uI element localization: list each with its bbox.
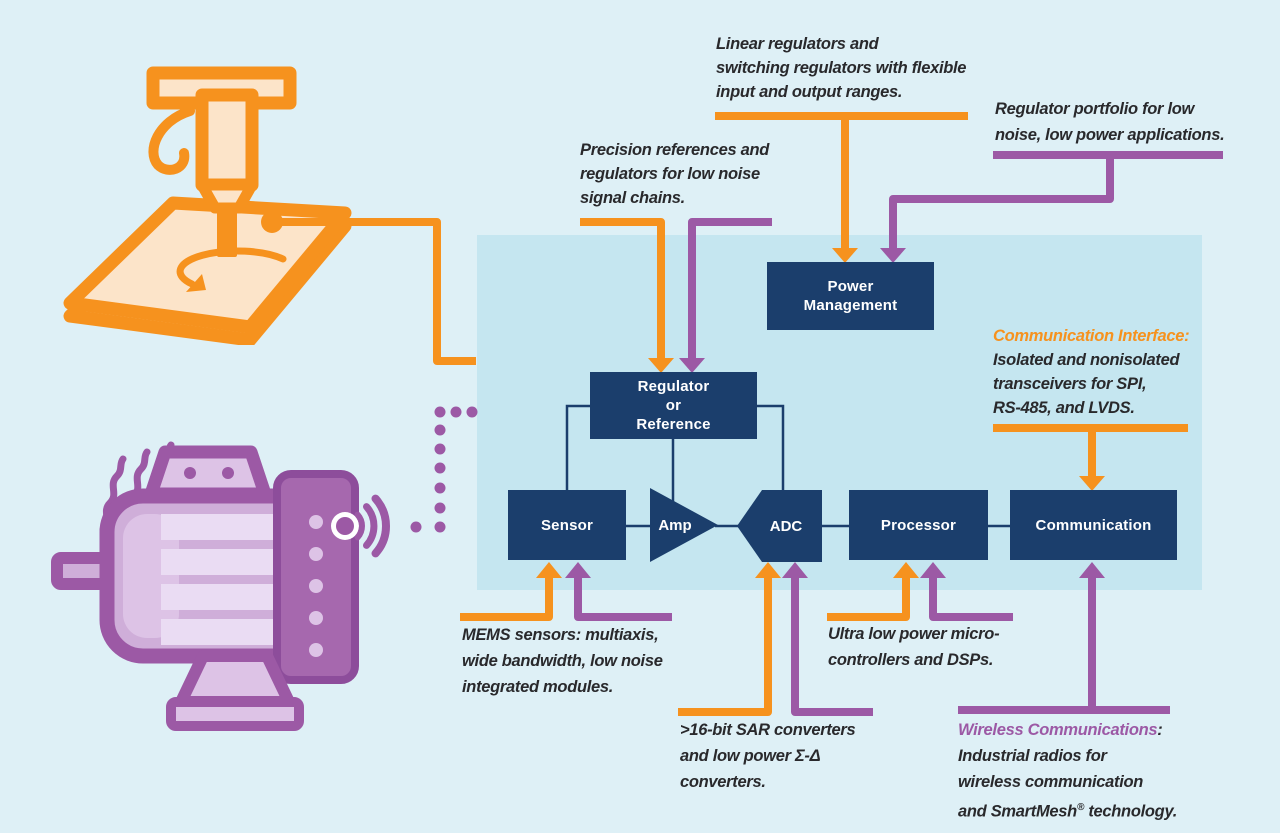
block-label: Power	[827, 278, 874, 295]
annotation-line: transceivers for SPI,	[993, 375, 1147, 393]
annotation-line: controllers and DSPs.	[828, 651, 994, 669]
annotation-line: Regulator portfolio for low	[995, 100, 1195, 118]
block-power-management: Power Management	[767, 262, 934, 330]
motor-junction-box	[144, 445, 272, 501]
annotation-title-text: Wireless Communications	[958, 721, 1158, 739]
annotation-line: wireless communication	[958, 773, 1144, 791]
block-communication: Communication	[1010, 490, 1177, 560]
annotation-line: >16-bit SAR converters	[680, 721, 856, 739]
annotation-line: Precision references and	[580, 141, 770, 159]
spindle-column	[195, 88, 259, 192]
block-label: or	[665, 397, 682, 414]
block-label: Amp	[658, 516, 692, 534]
motor-pedestal	[166, 650, 304, 731]
block-label: Sensor	[540, 516, 594, 534]
annotation-line: RS-485, and LVDS.	[993, 399, 1135, 417]
spindle-taper	[196, 179, 258, 214]
annotation-title: Communication Interface:	[993, 327, 1190, 345]
annotation-title-colon: :	[1157, 721, 1163, 739]
annotation-line: wide bandwidth, low noise	[462, 652, 663, 670]
annotation-line: signal chains.	[580, 189, 685, 207]
annotation-linear-regulators: Linear regulators and switching regulato…	[716, 32, 966, 104]
annotation-line: switching regulators with flexible	[716, 59, 967, 77]
annotation-line: noise, low power applications.	[995, 126, 1225, 144]
annotation-line: input and output ranges.	[716, 83, 903, 101]
block-label: Reference	[636, 416, 711, 433]
block-label: Management	[803, 297, 898, 314]
annotation-line: regulators for low noise	[580, 165, 760, 183]
annotation-line: Linear regulators and	[716, 35, 879, 53]
motor-terminal-box	[273, 470, 359, 684]
block-processor: Processor	[849, 490, 988, 560]
annotation-precision-references: Precision references and regulators for …	[580, 138, 769, 210]
annotation-mems-sensors: MEMS sensors: multiaxis, wide bandwidth,…	[462, 622, 663, 700]
block-label: Processor	[880, 516, 957, 534]
annotation-regulator-portfolio: Regulator portfolio for low noise, low p…	[995, 96, 1225, 148]
registered-mark: ®	[1076, 802, 1085, 813]
cable	[148, 106, 195, 175]
orange-arrow-to-adc	[678, 578, 772, 716]
annotation-line: Industrial radios for	[958, 747, 1107, 765]
annotation-title: Wireless Communications:	[958, 717, 1177, 743]
annotation-line-part: and SmartMesh	[958, 802, 1077, 821]
annotation-line: and low power Σ-Δ	[680, 747, 821, 765]
rotation-arrow-icon	[176, 247, 287, 292]
cnc-machine-illustration	[63, 66, 352, 345]
annotation-micro-dsp: Ultra low power micro- controllers and D…	[828, 621, 1000, 673]
annotation-line: MEMS sensors: multiaxis,	[462, 626, 659, 644]
block-label: Communication	[1035, 516, 1152, 534]
industrial-motor-illustration	[51, 441, 359, 731]
block-amp: Amp	[648, 490, 702, 560]
annotation-line: integrated modules.	[462, 678, 614, 696]
plate-top	[63, 196, 352, 334]
annotation-wireless-comms: Wireless Communications: Industrial radi…	[958, 717, 1177, 825]
drill-bit	[217, 206, 237, 257]
annotation-line: and SmartMesh® technology.	[958, 795, 1177, 825]
block-label: Regulator	[637, 378, 710, 395]
block-sensor: Sensor	[508, 490, 626, 560]
annotation-line-part: technology.	[1084, 802, 1178, 821]
block-label: ADC	[769, 517, 803, 535]
annotation-sar-converters: >16-bit SAR converters and low power Σ-Δ…	[680, 717, 856, 795]
annotation-communication-interface: Communication Interface: Isolated and no…	[993, 324, 1190, 420]
annotation-line: Isolated and nonisolated	[993, 351, 1180, 369]
annotation-line: converters.	[680, 773, 766, 791]
block-adc: ADC	[750, 490, 822, 562]
block-regulator-reference: Regulator or Reference	[590, 372, 757, 439]
annotation-line: Ultra low power micro-	[828, 625, 1000, 643]
